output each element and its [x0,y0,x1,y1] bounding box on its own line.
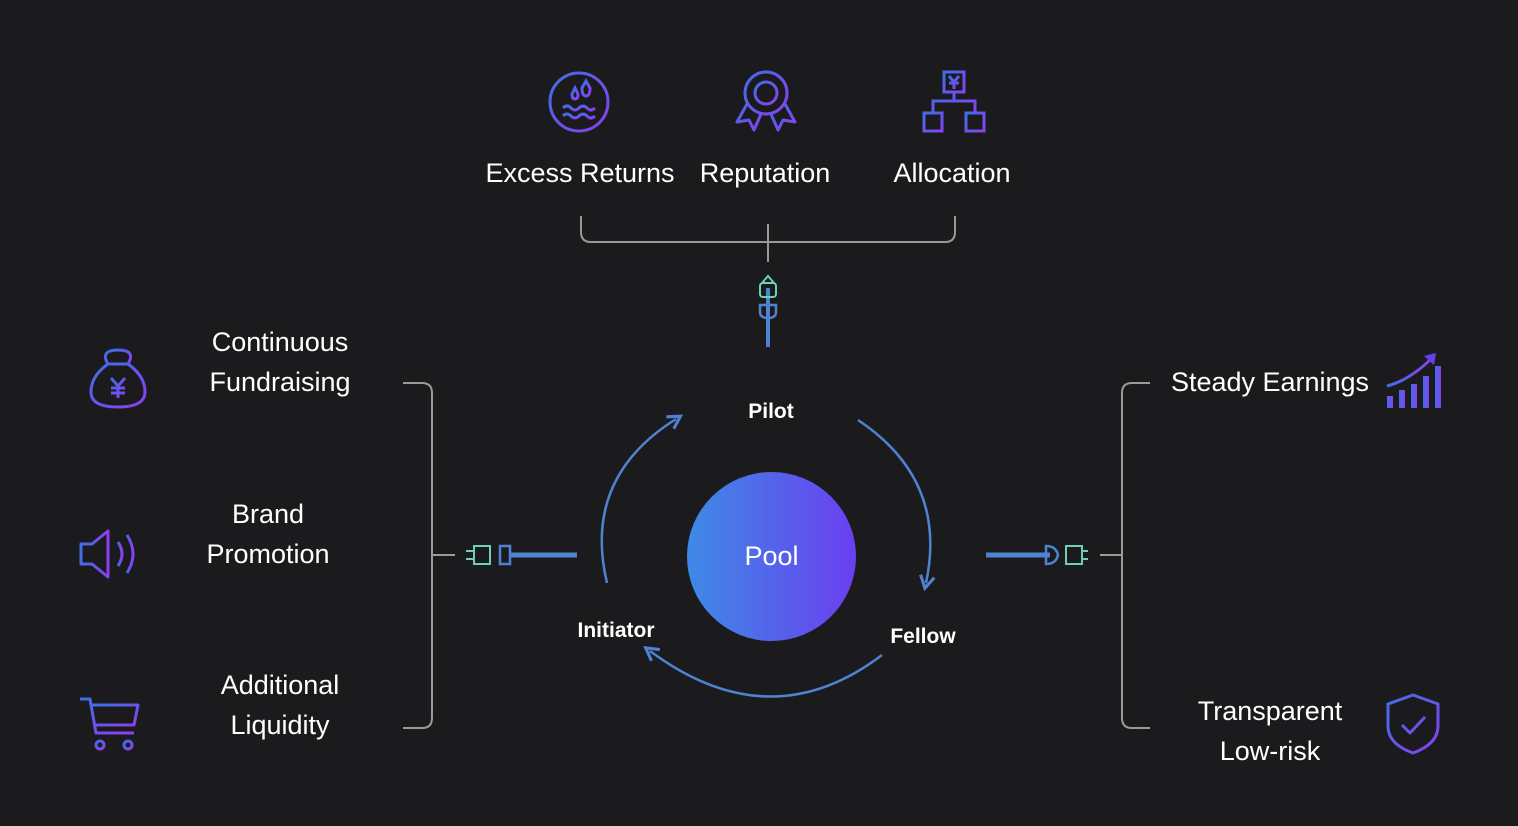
label-line: Liquidity [230,710,330,740]
label-continuous-fundraising: Continuous Fundraising [209,322,350,402]
shield-check-icon [1386,693,1440,755]
arrow-initiator-to-pilot [600,414,684,584]
label-line: Continuous [211,327,349,357]
label-brand-promotion: Brand Promotion [206,494,329,574]
award-ribbon-icon [735,70,797,132]
left-plug-connector [466,544,577,566]
top-plug-connector [758,274,778,347]
label-transparent-low-risk: Transparent Low-risk [1198,691,1343,771]
right-plug-connector [986,544,1088,566]
rising-bar-chart-icon [1386,353,1441,408]
arrow-fellow-to-initiator [643,645,883,698]
arrow-pilot-to-fellow [857,418,936,592]
label-allocation: Allocation [893,158,1011,188]
label-line: Low-risk [1219,736,1321,766]
label-line: Brand [231,499,305,529]
label-steady-earnings: Steady Earnings [1170,367,1370,397]
cycle-arrows [600,414,936,698]
label-line: Additional [220,670,340,700]
top-bracket [580,216,956,262]
node-initiator: Initiator [577,619,655,642]
label-line: Promotion [206,539,330,569]
label-line: Transparent [1197,696,1343,726]
yen-money-bag-icon [89,348,147,409]
right-bracket [1100,382,1150,729]
yen-hierarchy-icon [922,70,986,133]
speaker-icon [79,529,135,579]
label-reputation: Reputation [699,158,831,188]
label-line: Fundraising [209,367,351,397]
label-excess-returns: Excess Returns [485,158,675,188]
left-bracket [403,382,455,729]
pool-circle: Pool [687,472,856,641]
shopping-cart-icon [80,697,140,751]
label-additional-liquidity: Additional Liquidity [221,665,340,745]
node-fellow: Fellow [890,625,956,648]
pool-label: Pool [744,541,799,571]
water-drops-icon [548,71,610,133]
node-pilot: Pilot [748,400,794,423]
